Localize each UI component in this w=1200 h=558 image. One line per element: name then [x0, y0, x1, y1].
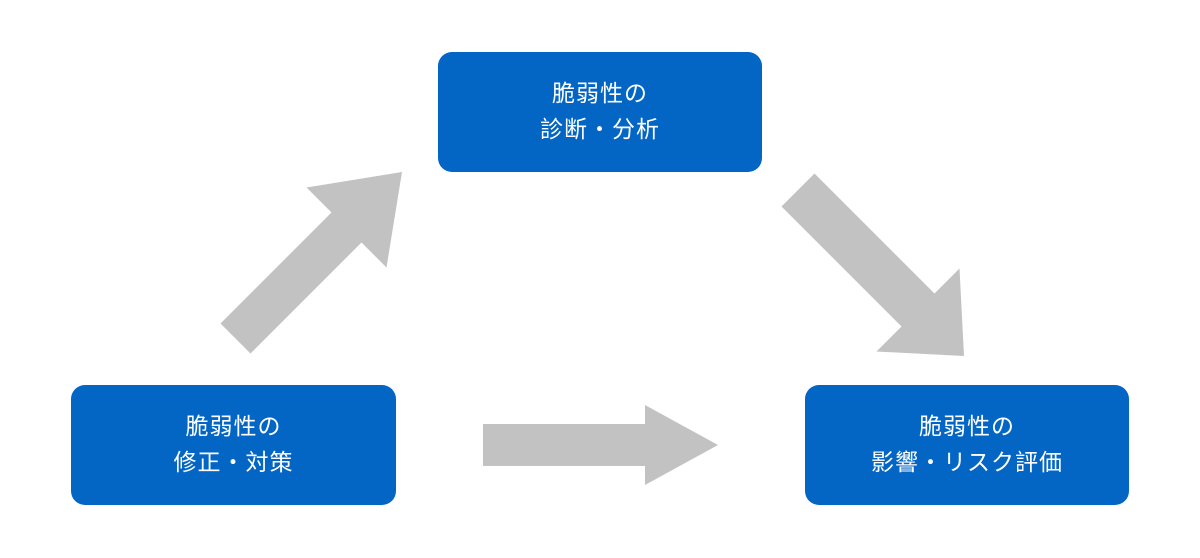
node-right-line2: 影響・リスク評価 [871, 450, 1063, 476]
node-top-line2: 診断・分析 [540, 117, 660, 143]
node-fix-countermeasure: 脆弱性の 修正・対策 [71, 385, 396, 505]
node-impact-risk-evaluation: 脆弱性の 影響・リスク評価 [805, 385, 1129, 505]
node-left-line1: 脆弱性の [185, 414, 282, 440]
arrow-left-to-right [483, 405, 718, 485]
node-right-line1: 脆弱性の [919, 414, 1015, 440]
arrow-left-to-top [220, 172, 402, 354]
arrow-top-to-right [781, 173, 964, 356]
node-diagnosis-analysis: 脆弱性の 診断・分析 [438, 52, 762, 172]
node-top-line1: 脆弱性の [552, 81, 648, 107]
node-left-line2: 修正・対策 [173, 450, 294, 476]
